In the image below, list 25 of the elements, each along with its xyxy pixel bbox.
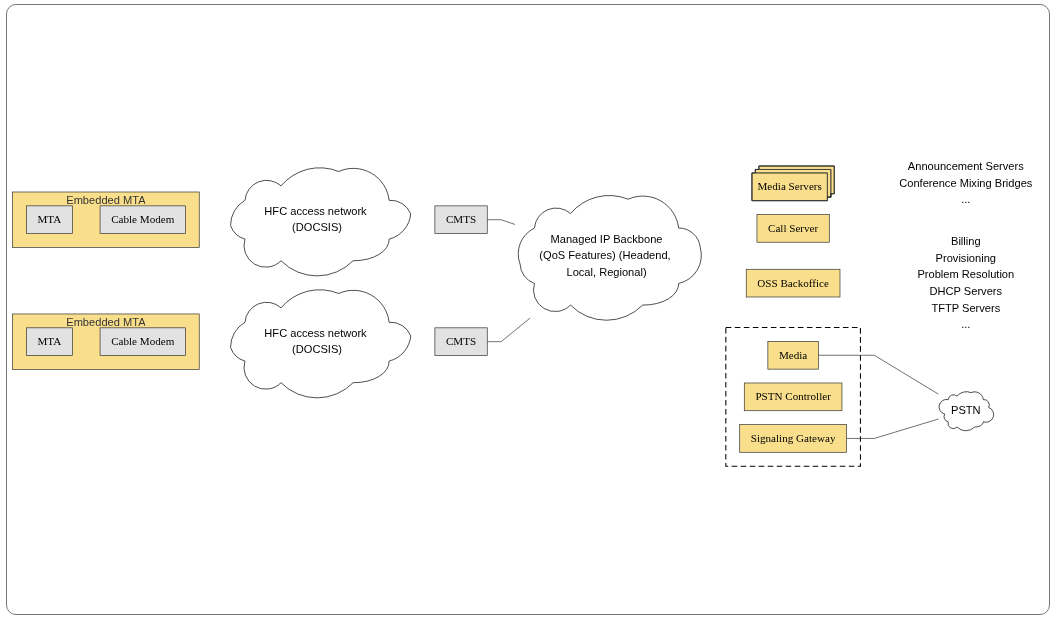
node-label: DHCP Servers <box>929 285 1003 297</box>
node-label: Problem Resolution <box>917 268 1015 281</box>
node-box: Call Server <box>756 214 830 243</box>
node-box: Media <box>767 341 819 370</box>
connector <box>818 354 939 395</box>
node-label: TFTP Servers <box>931 301 1001 314</box>
node-label: Billing <box>951 235 981 248</box>
node-box: OSS Backoffice <box>745 268 841 298</box>
connector <box>486 317 531 343</box>
node-label: ... <box>961 318 971 331</box>
node-box: PSTN Controller <box>743 382 843 412</box>
connector <box>486 219 516 225</box>
connector <box>846 418 939 439</box>
node-box: Signaling Gateway <box>739 424 847 453</box>
node-label: Conference Mixing Bridges <box>899 177 1033 189</box>
node-label: Announcement Servers <box>907 160 1024 173</box>
node-box: MTA <box>26 205 73 234</box>
node-box: MTA <box>26 327 73 356</box>
node-label: Provisioning <box>935 251 996 264</box>
cluster <box>725 327 861 467</box>
node-box: Cable Modem <box>99 327 186 356</box>
node-label: ... <box>961 193 971 206</box>
node-box: CMTS <box>434 327 488 356</box>
node-box: Cable Modem <box>99 205 186 234</box>
node-box: CMTS <box>434 205 488 234</box>
